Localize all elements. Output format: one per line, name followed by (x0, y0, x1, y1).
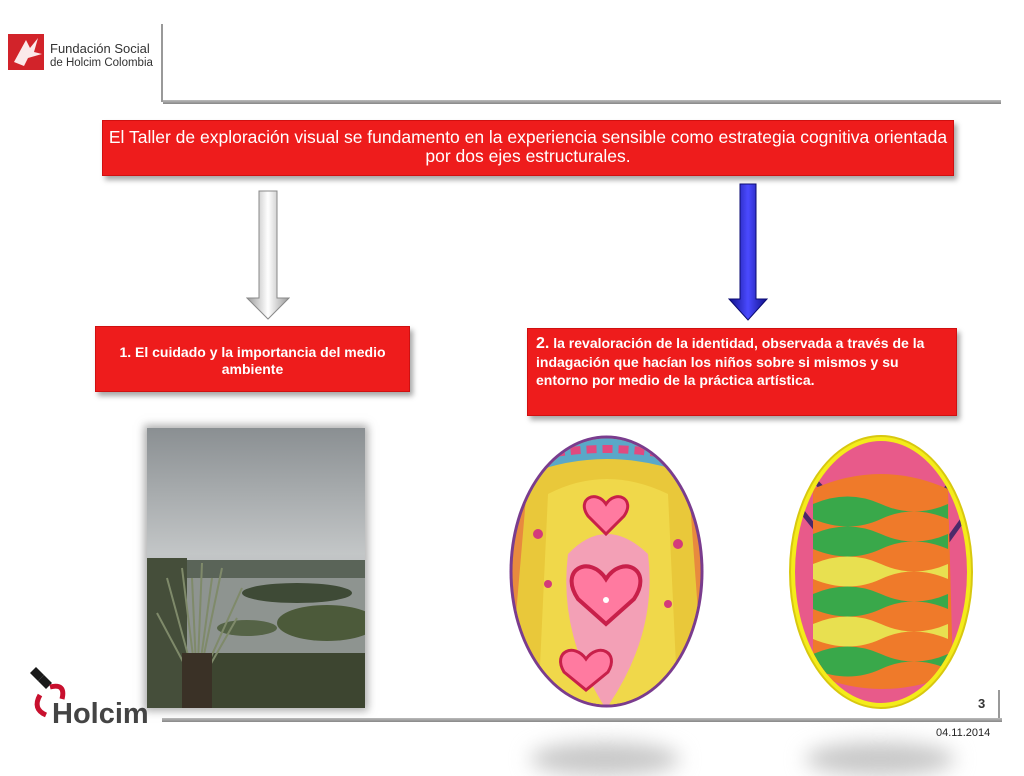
header-divider-vertical (161, 24, 163, 102)
header-divider-horizontal (163, 100, 1001, 104)
blue-arrow-down-icon (728, 183, 768, 321)
axis2-number: 2. (536, 335, 550, 352)
reflection-shadow (805, 742, 955, 776)
waves-painting-image (789, 435, 973, 709)
axis2-text: la revaloración de la identidad, observa… (536, 335, 925, 388)
reflection-shadow (530, 742, 680, 776)
org-name-line1: Fundación Social (50, 41, 150, 56)
footer-divider-vertical (998, 690, 1000, 718)
paramo-landscape-photo (147, 428, 365, 708)
fundacion-logo-text: Fundación Social de Holcim Colombia (50, 42, 153, 70)
page-number: 3 (978, 696, 986, 711)
footer-divider-horizontal (162, 718, 1002, 722)
org-name-line2: de Holcim Colombia (50, 57, 153, 69)
fundacion-logo-icon (8, 34, 44, 70)
silver-arrow-down-icon (246, 190, 290, 320)
slide-date: 04.11.2014 (936, 727, 991, 739)
main-statement-box: El Taller de exploración visual se funda… (102, 120, 954, 176)
main-statement-text: El Taller de exploración visual se funda… (108, 127, 948, 166)
hearts-painting-image (509, 435, 704, 708)
axis1-box: 1. El cuidado y la importancia del medio… (95, 326, 410, 392)
axis2-box: 2. la revaloración de la identidad, obse… (527, 328, 957, 416)
axis1-text: 1. El cuidado y la importancia del medio… (119, 344, 386, 377)
holcim-logo-icon: Holcim (30, 667, 149, 727)
fundacion-social-logo: Fundación Social de Holcim Colombia (8, 32, 168, 78)
holcim-brand-text: Holcim (52, 698, 149, 727)
